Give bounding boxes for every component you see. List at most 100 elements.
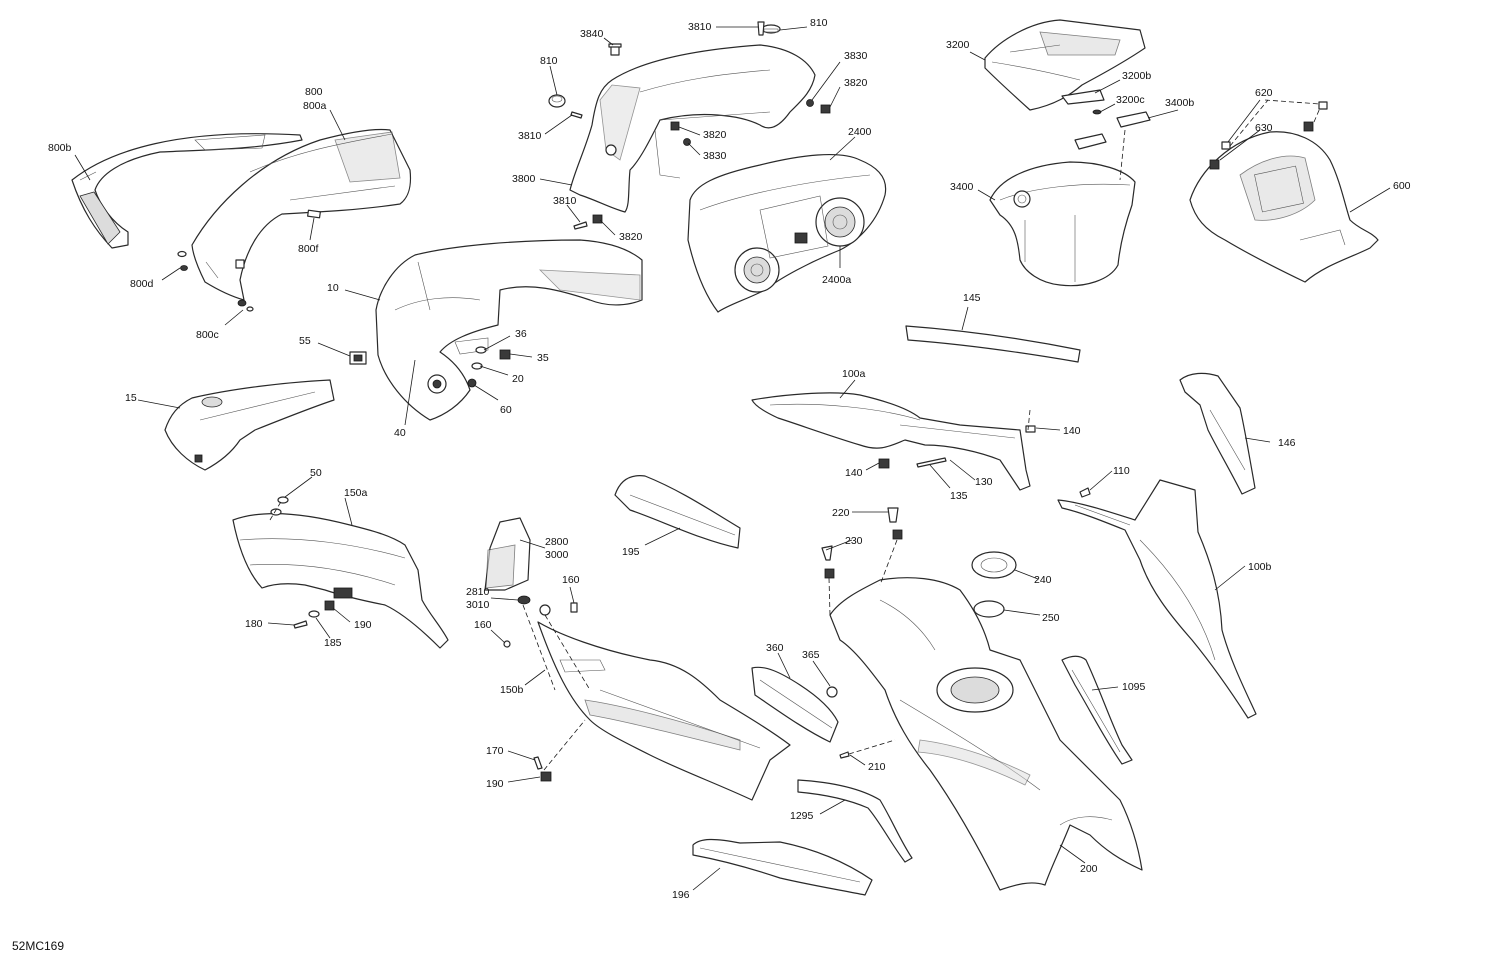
part-3810c — [573, 221, 588, 230]
callout-130: 130 — [975, 476, 993, 488]
callout-810-right: 810 — [810, 17, 828, 29]
callout-630: 630 — [1255, 122, 1273, 134]
part-360 — [751, 666, 839, 743]
callout-140-right: 140 — [1063, 425, 1081, 437]
part-3840 — [608, 43, 622, 56]
part-160 — [503, 602, 578, 648]
callout-3400b: 3400b — [1165, 97, 1194, 109]
callout-3820-right: 3820 — [844, 77, 868, 89]
callout-2400a: 2400a — [822, 274, 851, 286]
part-230 — [824, 529, 903, 579]
callout-150a: 150a — [344, 487, 368, 499]
callout-3840: 3840 — [580, 28, 604, 40]
callout-800: 800 — [305, 86, 323, 98]
part-800b — [71, 133, 303, 249]
callout-labels: 800 800a 800b 800d 800f 800c 3810 3840 8… — [48, 17, 1411, 901]
part-140b — [878, 458, 890, 469]
callout-160-right: 160 — [562, 574, 580, 586]
callout-3810-low: 3810 — [553, 195, 577, 207]
part-1095 — [1061, 655, 1133, 765]
callout-3810-mid: 3810 — [518, 130, 542, 142]
callout-110: 110 — [1113, 465, 1130, 477]
part-10-front-fairing — [375, 239, 643, 421]
callout-60: 60 — [500, 404, 512, 416]
part-190a — [324, 600, 335, 611]
part-3200c — [1092, 109, 1102, 115]
callout-3200c: 3200c — [1116, 94, 1145, 106]
callout-146: 146 — [1278, 437, 1296, 449]
diagram-code: 52MC169 — [12, 939, 64, 953]
part-50 — [270, 496, 289, 516]
callout-800f: 800f — [298, 243, 319, 255]
part-180 — [293, 620, 308, 629]
callout-3830-right: 3830 — [844, 50, 868, 62]
part-3820c — [592, 214, 603, 224]
part-250-seal — [973, 600, 1005, 618]
part-146 — [1179, 372, 1256, 495]
callout-2400: 2400 — [848, 126, 872, 138]
callout-10: 10 — [327, 282, 339, 294]
part-150a-lower-panel — [232, 513, 449, 649]
callout-360: 360 — [766, 642, 784, 654]
part-800c — [237, 299, 254, 312]
part-800d — [177, 250, 188, 271]
callout-3010: 3010 — [466, 599, 490, 611]
part-1295 — [797, 779, 913, 863]
part-3200-lid — [984, 19, 1146, 111]
part-800-800a — [191, 128, 412, 301]
callout-230: 230 — [845, 535, 863, 547]
part-810b — [761, 24, 781, 34]
part-3800 — [569, 44, 816, 213]
callout-800b: 800b — [48, 142, 72, 154]
callout-600: 600 — [1393, 180, 1411, 192]
leader-lines — [74, 26, 1391, 891]
callout-135: 135 — [950, 490, 968, 502]
callout-190-lower: 190 — [486, 778, 504, 790]
part-195 — [614, 475, 741, 549]
callout-50: 50 — [310, 467, 322, 479]
part-810a — [548, 94, 566, 108]
callout-365: 365 — [802, 649, 820, 661]
part-100b-side-panel — [1057, 479, 1257, 719]
part-600-gauge-housing — [1189, 131, 1379, 283]
callout-35: 35 — [537, 352, 549, 364]
part-800f — [307, 209, 321, 219]
part-365 — [826, 686, 838, 698]
callout-3820-low: 3820 — [619, 231, 643, 243]
callout-800a: 800a — [303, 100, 327, 112]
part-3810b — [570, 111, 583, 119]
part-2800-3000 — [484, 517, 531, 591]
callout-36: 36 — [515, 328, 527, 340]
part-135 — [916, 457, 947, 468]
callout-1295: 1295 — [790, 810, 814, 822]
part-110 — [1079, 487, 1091, 498]
callout-250: 250 — [1042, 612, 1060, 624]
part-55 — [349, 351, 367, 365]
part-3400-bin — [989, 161, 1136, 287]
callout-190-upper: 190 — [354, 619, 372, 631]
callout-3400: 3400 — [950, 181, 974, 193]
part-3810a — [757, 21, 765, 36]
part-3200b — [1061, 89, 1105, 105]
assembly-dashed-lines — [269, 99, 1321, 771]
callout-40: 40 — [394, 427, 406, 439]
callout-140-left: 140 — [845, 467, 863, 479]
callout-160-left: 160 — [474, 619, 492, 631]
callout-2810: 2810 — [466, 586, 490, 598]
part-3830a — [806, 99, 814, 107]
part-3820a — [820, 104, 831, 114]
part-100a-side-panel — [751, 392, 1031, 491]
part-140a — [1025, 425, 1036, 433]
callout-200: 200 — [1080, 863, 1098, 875]
part-15 — [164, 379, 335, 471]
part-210 — [839, 751, 850, 759]
callout-3200b: 3200b — [1122, 70, 1151, 82]
callout-2800: 2800 — [545, 536, 569, 548]
callout-800c: 800c — [196, 329, 219, 341]
callout-170: 170 — [486, 745, 504, 757]
callout-3810-top: 3810 — [688, 21, 712, 33]
callout-20: 20 — [512, 373, 524, 385]
part-170 — [533, 756, 543, 770]
callout-145: 145 — [963, 292, 981, 304]
